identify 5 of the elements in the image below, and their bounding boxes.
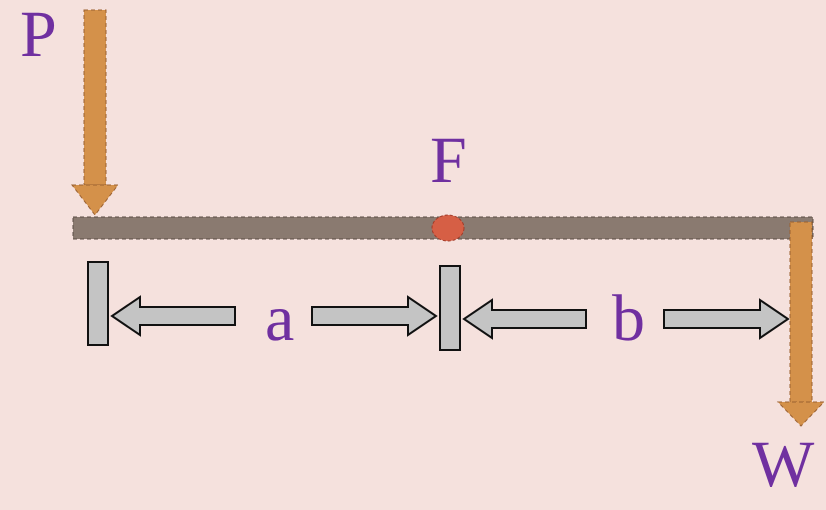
dimension-label: P xyxy=(20,2,57,68)
dimension-label: b xyxy=(612,286,645,352)
dimension-label: F xyxy=(430,128,467,194)
dimension-label: a xyxy=(265,286,294,352)
dimension-label: W xyxy=(752,432,814,498)
